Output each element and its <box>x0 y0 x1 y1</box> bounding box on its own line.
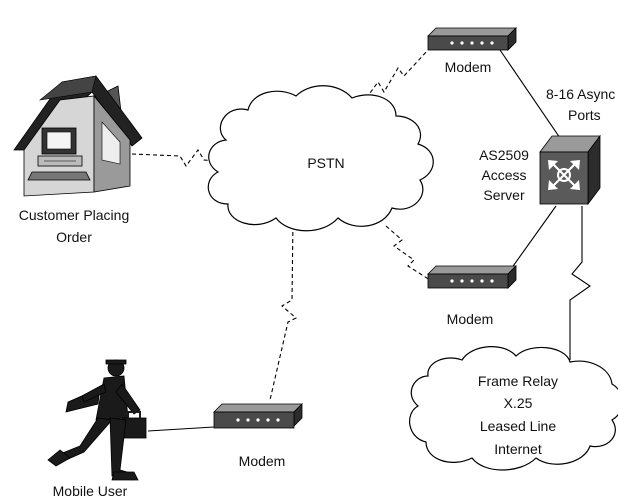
customer-house: Customer Placing Order <box>13 75 143 245</box>
link-pstn-modem-mid <box>385 225 431 281</box>
link-pstn-modem-bottom <box>269 217 297 401</box>
modem-icon <box>213 403 303 429</box>
mobile-user-label: Mobile User <box>53 483 128 499</box>
running-man-with-briefcase-icon <box>47 359 147 481</box>
cloud-icon <box>409 346 618 471</box>
mobile-user: Mobile User <box>47 359 147 499</box>
modem-mid <box>427 265 517 289</box>
wan-label-line4: Internet <box>494 441 542 457</box>
modem-bottom-label: Modem <box>239 453 286 469</box>
wan-cloud: Frame Relay X.25 Leased Line Internet <box>409 346 618 471</box>
modem-top-label: Modem <box>445 59 492 75</box>
link-pstn-modem-top <box>361 49 429 105</box>
link-modem-bottom-user <box>147 426 215 432</box>
house-with-computer-icon <box>13 75 143 197</box>
link-modem-mid-server <box>505 205 557 277</box>
async-ports-label-line2: Ports <box>568 107 601 123</box>
modem-mid-label: Modem <box>447 311 494 327</box>
modem-top <box>427 27 517 51</box>
link-server-wan <box>569 206 591 360</box>
customer-label-line2: Order <box>56 229 92 245</box>
customer-label-line1: Customer Placing <box>19 207 130 223</box>
access-server-icon <box>539 134 601 206</box>
modem-icon <box>427 265 517 289</box>
modem-bottom <box>213 403 303 429</box>
server-label-line2: Access <box>481 167 526 183</box>
cloud-icon <box>207 85 434 232</box>
access-server: 8-16 Async Ports AS2509 Access Server <box>479 86 615 206</box>
link-modem-top-server <box>499 49 561 139</box>
connections <box>131 49 591 432</box>
async-ports-label-line1: 8-16 Async <box>546 86 615 102</box>
server-label-line3: Server <box>483 187 525 203</box>
pstn-label: PSTN <box>307 155 344 171</box>
wan-label-line1: Frame Relay <box>478 373 558 389</box>
modem-icon <box>427 27 517 51</box>
server-label-line1: AS2509 <box>479 147 529 163</box>
wan-label-line2: X.25 <box>504 395 533 411</box>
wan-label-line3: Leased Line <box>480 418 557 434</box>
pstn-cloud: PSTN <box>207 85 434 232</box>
